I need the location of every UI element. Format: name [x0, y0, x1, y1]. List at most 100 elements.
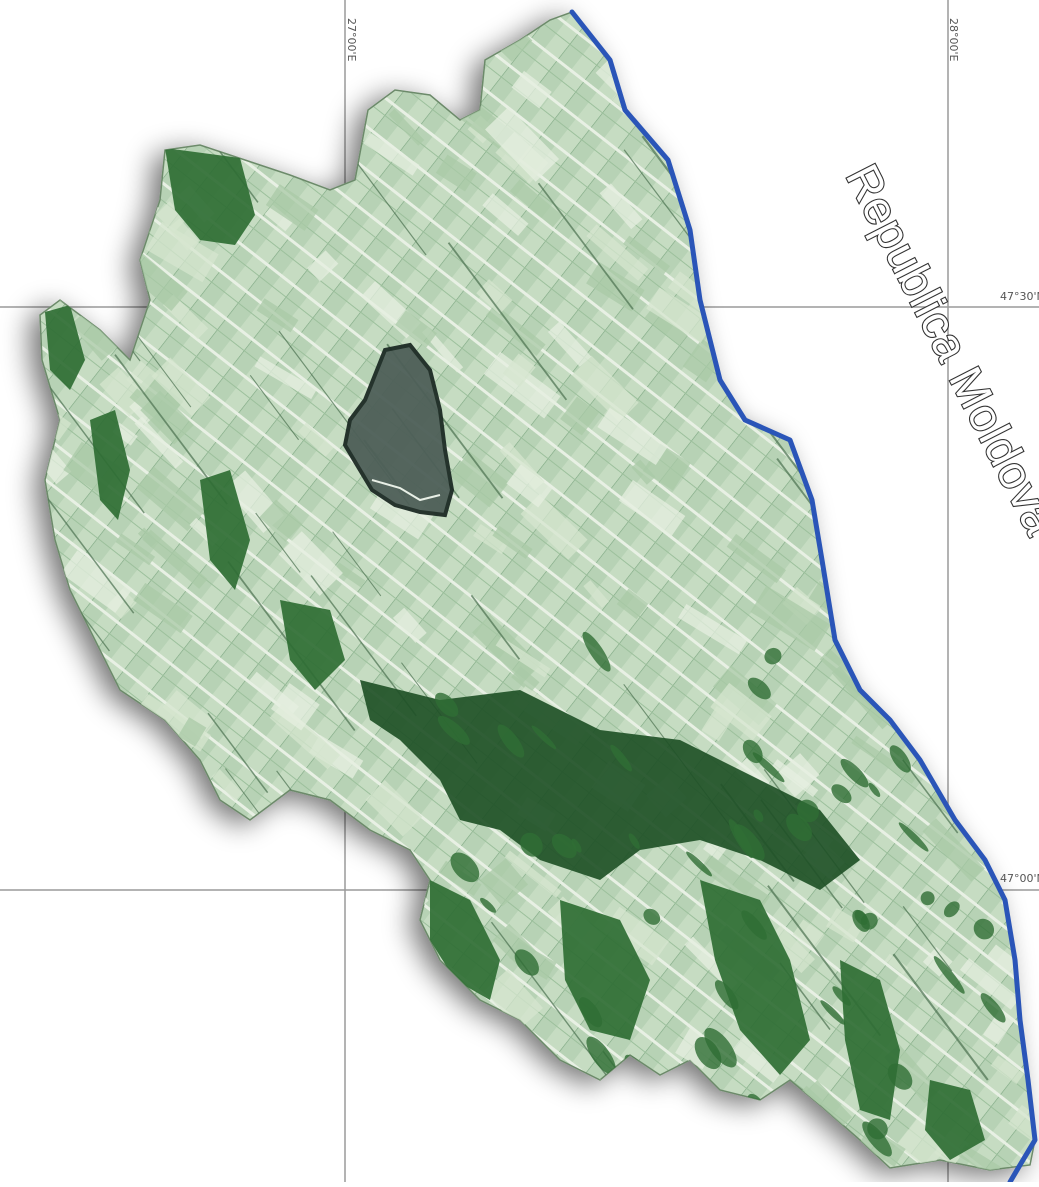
field-patch: [438, 860, 482, 897]
field-patch: [741, 384, 770, 414]
field-patch: [127, 84, 192, 133]
field-patch: [163, 889, 197, 924]
field-patch: [40, 223, 79, 272]
field-patch: [750, 585, 831, 652]
field-patch: [151, 357, 211, 417]
field-patch: [909, 413, 945, 445]
field-patch: [211, 769, 243, 801]
forest-speck: [585, 1119, 611, 1154]
field-patch: [586, 224, 649, 281]
field-patch: [703, 837, 727, 861]
forest-speck: [975, 721, 1000, 745]
field-patch: [91, 1093, 137, 1138]
field-patch: [138, 915, 186, 966]
forest-area: [925, 1080, 985, 1160]
forest-speck: [638, 1127, 664, 1168]
field-patch: [173, 1022, 220, 1063]
forest-speck: [832, 986, 851, 1006]
field-patch: [63, 86, 136, 149]
field-patch: [483, 969, 544, 1030]
field-patch: [184, 941, 239, 994]
forest-speck: [862, 1121, 892, 1157]
field-patch: [766, 925, 815, 974]
terrain-line: [275, 999, 328, 1069]
forest-speck: [405, 976, 425, 996]
field-patch: [102, 90, 135, 122]
forest-speck: [889, 745, 911, 773]
field-patch: [792, 919, 825, 950]
field-patch: [307, 250, 339, 282]
forest-speck: [643, 908, 661, 925]
field-patch: [276, 906, 348, 981]
field-patch: [117, 921, 187, 982]
forest-speck: [387, 1097, 425, 1129]
field-patch: [989, 550, 1025, 586]
field-patch: [802, 82, 828, 104]
field-patch: [836, 1164, 893, 1170]
field-patch: [478, 1022, 511, 1054]
field-patch: [392, 607, 427, 643]
field-patch: [690, 1097, 731, 1137]
field-patch: [40, 579, 69, 611]
field-patch: [40, 894, 69, 947]
terrain-line: [249, 375, 300, 441]
field-patch: [997, 772, 1035, 830]
forest-area: [165, 148, 255, 245]
field-patch: [95, 34, 154, 87]
land-detail: [40, 12, 1035, 1170]
forest-area: [45, 305, 85, 390]
field-patch: [365, 780, 423, 837]
field-patch: [726, 533, 787, 584]
field-patch: [133, 582, 193, 634]
forest-speck: [733, 824, 765, 861]
terrain-line: [716, 188, 776, 267]
field-patch: [278, 531, 343, 596]
field-patch: [70, 310, 119, 361]
field-patch: [259, 499, 303, 542]
terrain-line: [40, 374, 145, 514]
forest-speck: [706, 1139, 719, 1153]
forest-speck: [578, 997, 603, 1028]
field-patch: [572, 355, 639, 423]
field-patch: [591, 1078, 617, 1103]
terrain-line: [928, 68, 991, 151]
field-patch: [58, 757, 87, 784]
forest-speck: [868, 782, 881, 797]
field-patch: [40, 929, 84, 976]
field-patch: [108, 755, 192, 824]
field-patch: [55, 51, 132, 113]
field-patch: [708, 166, 776, 226]
city-inner-boundary: [371, 479, 441, 502]
field-patch: [983, 1009, 1015, 1045]
field-patch: [482, 193, 529, 236]
forest-area: [90, 410, 130, 520]
field-patch: [105, 200, 152, 243]
field-patch: [644, 307, 688, 346]
field-patch: [291, 12, 322, 39]
forest-speck: [586, 1036, 616, 1075]
terrain-line: [217, 841, 278, 921]
field-patch: [597, 407, 669, 466]
field-patch: [583, 580, 609, 608]
forest-speck: [430, 1131, 461, 1158]
forest-speck: [582, 631, 611, 672]
terrain-line: [255, 512, 301, 573]
field-patch: [483, 1096, 533, 1142]
terrain-line: [332, 531, 382, 597]
field-patch: [768, 212, 818, 261]
forest-speck: [514, 949, 539, 976]
field-patch: [389, 981, 436, 1019]
field-patch: [449, 451, 510, 508]
forest-speck: [400, 1027, 418, 1044]
field-patch: [158, 965, 207, 1011]
field-patch: [111, 1087, 182, 1159]
forest-speck: [887, 1063, 913, 1090]
field-patch: [856, 46, 894, 84]
field-patch: [504, 850, 562, 898]
field-patch: [364, 1153, 435, 1170]
field-patch: [473, 523, 510, 555]
forest-area: [840, 960, 900, 1120]
field-patch: [373, 1130, 422, 1170]
field-patch: [809, 414, 869, 474]
forest-speck: [571, 838, 582, 853]
